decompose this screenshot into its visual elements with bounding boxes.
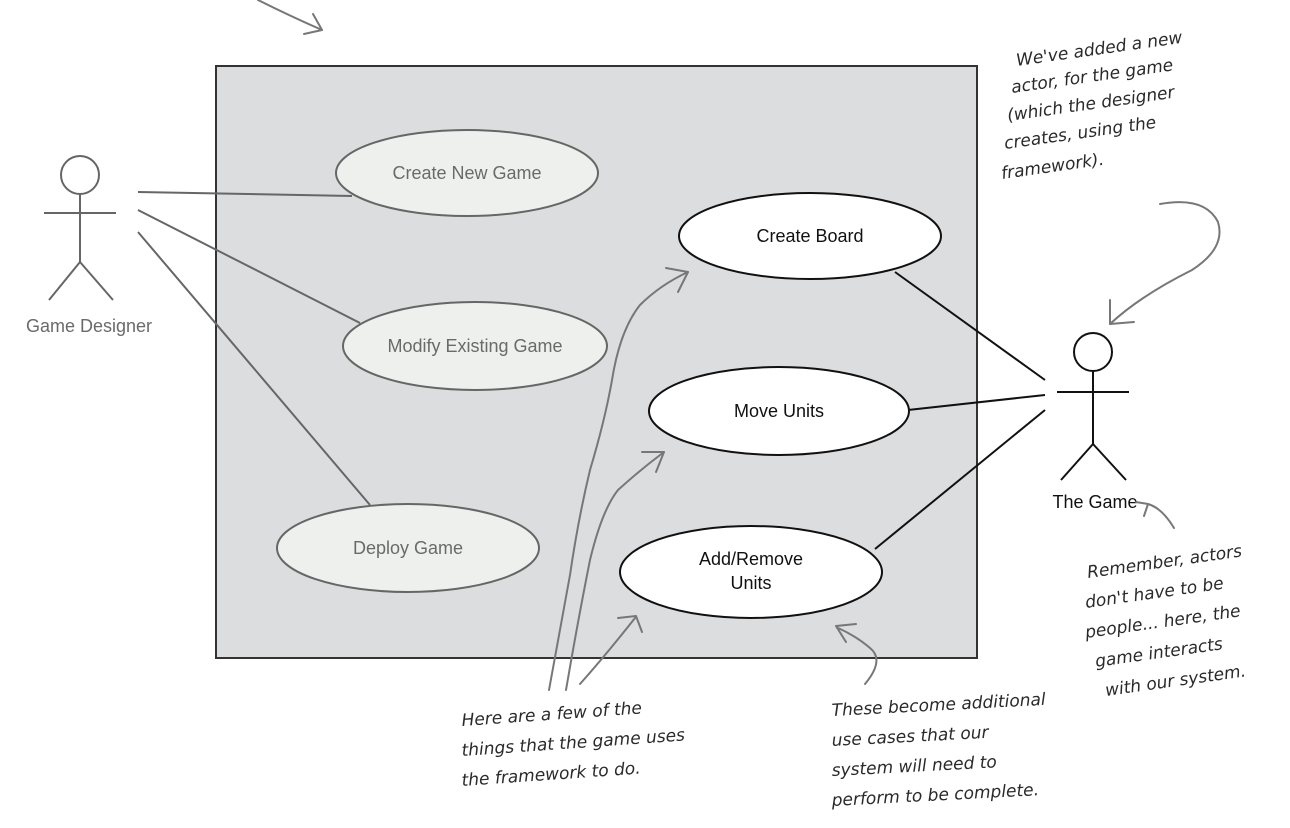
actor-left-leg	[1060, 443, 1094, 481]
use-case-add-remove-units[interactable]: Add/Remove Units	[619, 525, 883, 619]
use-case-label: Deploy Game	[353, 538, 463, 558]
actor-the-game[interactable]	[1057, 332, 1129, 481]
actor-game-designer[interactable]	[44, 155, 116, 301]
use-case-modify-existing-game[interactable]: Modify Existing Game	[342, 301, 608, 391]
note-remember: Remember, actors don't have to be people…	[1083, 541, 1247, 701]
association-create-board	[894, 271, 1046, 381]
association-move-units	[907, 394, 1046, 411]
note-become: These become additional use cases that o…	[830, 690, 1046, 811]
actor-left-leg	[48, 261, 81, 301]
use-case-deploy-game[interactable]: Deploy Game	[276, 503, 540, 593]
use-case-create-new-game[interactable]: Create New Game	[335, 129, 599, 217]
use-case-label-line-2: Units	[730, 573, 771, 593]
arrow-these-become	[837, 627, 878, 685]
note-line: things that the game uses	[461, 725, 686, 761]
arrowhead-remember	[1135, 501, 1149, 517]
note-line: system will need to	[831, 752, 997, 781]
use-case-label: Create Board	[756, 226, 863, 246]
note-line: These become additional	[831, 690, 1046, 721]
arrow-to-the-game	[1109, 201, 1221, 325]
use-case-move-units[interactable]: Move Units	[648, 366, 910, 456]
arrow-to-move-units	[565, 451, 665, 691]
actor-right-leg	[1092, 443, 1127, 481]
use-case-label: Create New Game	[392, 163, 541, 183]
actor-head	[1073, 332, 1113, 372]
actor-head	[60, 155, 100, 195]
arrowhead-add-remove	[617, 615, 643, 633]
note-line: framework).	[1000, 150, 1105, 184]
actor-right-leg	[79, 261, 114, 301]
use-case-label: Move Units	[734, 401, 824, 421]
arrowhead-move-units	[641, 451, 665, 473]
arrow-top-entry	[257, 0, 323, 31]
actor-the-game-label: The Game	[1052, 492, 1137, 512]
use-case-label: Modify Existing Game	[387, 336, 562, 356]
use-case-create-board[interactable]: Create Board	[678, 192, 942, 280]
game-associations	[874, 271, 1046, 550]
actor-game-designer-label: Game Designer	[26, 316, 152, 336]
association-create-new-game	[137, 191, 353, 197]
note-things: Here are a few of the things that the ga…	[461, 698, 686, 791]
arrowhead-top-entry	[303, 13, 323, 35]
use-case-label-line-1: Add/Remove	[699, 549, 803, 569]
note-new-actor: We've added a new actor, for the game (w…	[1000, 28, 1184, 184]
arrow-to-create-board	[548, 271, 689, 691]
arrow-to-add-remove	[579, 617, 636, 685]
designer-associations	[137, 191, 371, 506]
association-add-remove-units	[874, 409, 1046, 550]
arrowhead-create-board	[665, 267, 689, 293]
note-line: use cases that our	[831, 723, 990, 751]
association-deploy-game	[137, 231, 371, 506]
note-line: the framework to do.	[461, 759, 641, 791]
note-line: perform to be complete.	[830, 780, 1039, 811]
arrowhead-to-the-game	[1109, 299, 1135, 325]
note-line: Here are a few of the	[461, 698, 643, 731]
arrowhead-these-become	[835, 623, 857, 643]
annotation-arrows	[257, 0, 1221, 691]
arrow-remember	[1147, 503, 1175, 529]
association-modify-existing-game	[137, 209, 361, 324]
